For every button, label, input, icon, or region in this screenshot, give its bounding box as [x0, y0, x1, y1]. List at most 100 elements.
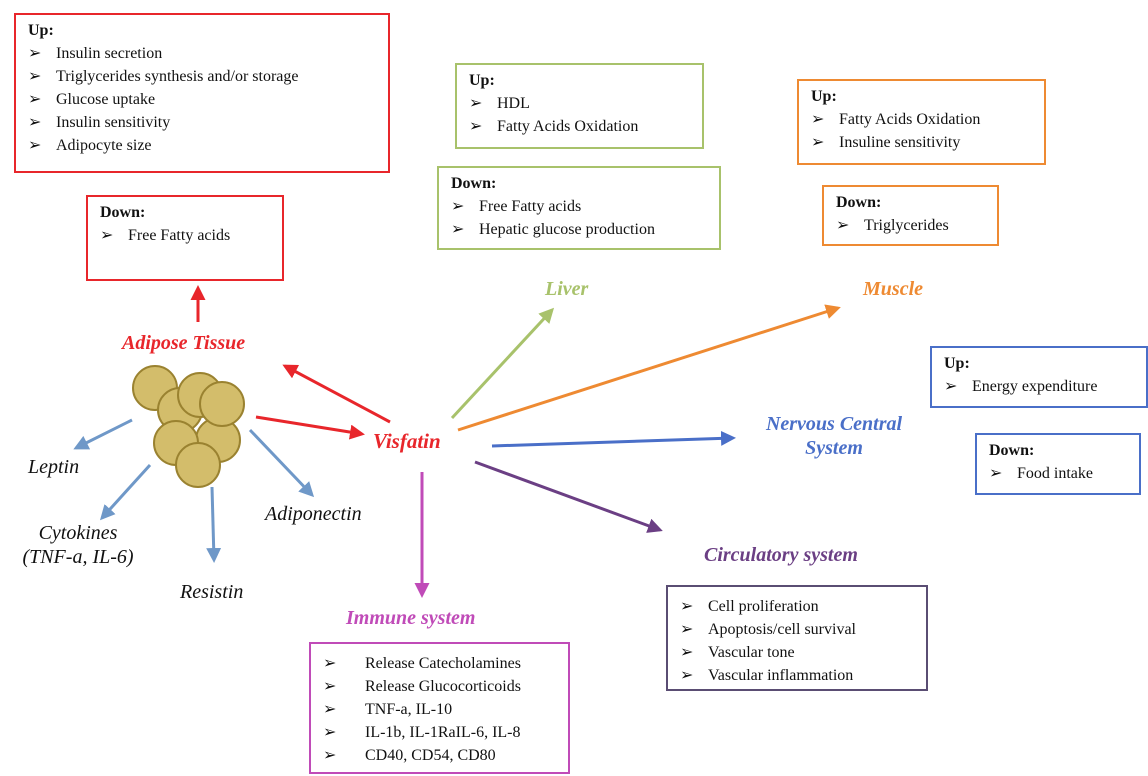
arrow-visfatin-to-adipose [282, 364, 391, 424]
muscle-up-list: ➢ Fatty Acids Oxidation ➢ Insuline sensitiv… [811, 108, 1032, 154]
arrow-bullet-icon: ➢ [944, 378, 958, 395]
muscle-up-box: Up: ➢ Fatty Acids Oxidation ➢ Insuline sens… [797, 79, 1046, 165]
list-item-text: Food intake [1017, 465, 1093, 482]
arrow-bullet-icon: ➢ [323, 678, 337, 695]
immune-list: ➢ Release Catecholamines ➢ Release Glucocor… [323, 652, 556, 767]
list-item: ➢ Release Glucocorticoids [323, 675, 556, 698]
list-item: ➢ Free Fatty acids [451, 195, 707, 218]
adipose-down-heading: Down: [100, 204, 146, 221]
list-item: ➢Glucose uptake [28, 88, 376, 111]
list-item-text: Energy expenditure [972, 378, 1098, 395]
nervous-label-line1: Nervous Central [765, 413, 903, 435]
list-item: ➢ Insulin secretion [28, 42, 376, 65]
list-item: ➢Apoptosis/cell survival [680, 618, 914, 641]
adipose-up-list: ➢Insulin secretion➢Triglycerides synthes… [28, 42, 376, 157]
list-item: ➢ CD40, CD54, CD80 [323, 744, 556, 767]
list-item-text: Vascular inflammation [708, 667, 854, 684]
arrow-bullet-icon: ➢ [451, 221, 465, 238]
arrow-bullet-icon: ➢ [680, 667, 694, 684]
arrow-bullet-icon: ➢ [836, 217, 850, 234]
nervous-label: Nervous Central System [744, 412, 924, 460]
list-item-text: CD40, CD54, CD80 [365, 747, 496, 764]
nervous-up-list: ➢ Energy expenditure [944, 375, 1134, 398]
adipocyte-cluster [132, 365, 245, 488]
arrow-bullet-icon: ➢ [811, 134, 825, 151]
list-item: ➢ Food intake [989, 462, 1127, 485]
arrow-visfatin-to-liver [450, 307, 555, 420]
list-item: ➢ Fatty Acids Oxidation [469, 115, 690, 138]
arrow-bullet-icon: ➢ [469, 118, 483, 135]
list-item-text: Triglycerides [864, 217, 949, 234]
arrow-cells-to-cytokines [99, 463, 152, 521]
list-item: ➢Insulin sensitivity [28, 111, 376, 134]
list-item-text: Insuline sensitivity [839, 134, 961, 151]
nervous-down-heading: Down: [989, 442, 1035, 459]
arrow-bullet-icon: ➢ [28, 91, 42, 108]
list-item: ➢ Free Fatty acids [100, 224, 270, 247]
arrow-bullet-icon: ➢ [323, 724, 337, 741]
arrow-cells-to-adiponectin [248, 428, 315, 498]
list-item-text: Hepatic glucose production [479, 221, 655, 238]
list-item-text: Insulin secretion [56, 45, 163, 62]
nervous-label-line2: System [805, 437, 863, 459]
adipose-down-box: Down: ➢ Free Fatty acids [86, 195, 284, 281]
muscle-down-heading: Down: [836, 194, 882, 211]
adipose-up-heading: Up: [28, 22, 54, 39]
list-item-text: Free Fatty acids [479, 198, 582, 215]
list-item: ➢ Vascular inflammation [680, 664, 914, 687]
adipocyte [175, 442, 221, 488]
liver-up-list: ➢ HDL ➢ Fatty Acids Oxidation [469, 92, 690, 138]
list-item-text: Release Glucocorticoids [365, 678, 521, 695]
arrow-bullet-icon: ➢ [28, 137, 42, 154]
list-item: ➢Cell proliferation [680, 595, 914, 618]
arrow-bullet-icon: ➢ [989, 465, 1003, 482]
liver-down-heading: Down: [451, 175, 497, 192]
circulatory-box: ➢Cell proliferation➢Apoptosis/cell survi… [666, 585, 928, 691]
list-item-text: IL-1b, IL-1RaIL-6, IL-8 [365, 724, 521, 741]
list-item: ➢Triglycerides synthesis and/or storage [28, 65, 376, 88]
arrow-bullet-icon: ➢ [323, 701, 337, 718]
list-item-text: Fatty Acids Oxidation [497, 118, 639, 135]
resistin-label: Resistin [180, 581, 244, 603]
arrow-bullet-icon: ➢ [100, 227, 114, 244]
adipose-up-box: Up: ➢Insulin secretion➢Triglycerides syn… [14, 13, 390, 173]
arrow-bullet-icon: ➢ [811, 111, 825, 128]
list-item-text: Fatty Acids Oxidation [839, 111, 981, 128]
list-item-text: HDL [497, 95, 530, 112]
arrow-bullet-icon: ➢ [680, 644, 694, 661]
arrow-cells-to-leptin [73, 418, 133, 450]
list-item-text: Free Fatty acids [128, 227, 231, 244]
list-item-text: TNF-a, IL-10 [365, 701, 453, 718]
arrow-cells-to-visfatin [255, 415, 365, 440]
arrow-bullet-icon: ➢ [323, 747, 337, 764]
adipocyte [199, 381, 245, 427]
list-item: ➢ IL-1b, IL-1RaIL-6, IL-8 [323, 721, 556, 744]
muscle-up-heading: Up: [811, 88, 837, 105]
arrow-visfatin-to-nervous [491, 430, 736, 448]
circulatory-list: ➢Cell proliferation➢Apoptosis/cell survi… [680, 595, 914, 687]
arrow-bullet-icon: ➢ [469, 95, 483, 112]
nervous-down-list: ➢ Food intake [989, 462, 1127, 485]
nervous-down-box: Down: ➢ Food intake [975, 433, 1141, 495]
muscle-down-box: Down: ➢ Triglycerides [822, 185, 999, 246]
arrow-bullet-icon: ➢ [680, 621, 694, 638]
list-item: ➢Vascular tone [680, 641, 914, 664]
list-item-text: Insulin sensitivity [56, 114, 171, 131]
list-item: ➢ Release Catecholamines [323, 652, 556, 675]
arrow-cells-to-resistin [206, 486, 222, 563]
list-item-text: Cell proliferation [708, 598, 819, 615]
immune-box: ➢ Release Catecholamines ➢ Release Glucocor… [309, 642, 570, 774]
list-item-text: Release Catecholamines [365, 655, 521, 672]
list-item-text: Triglycerides synthesis and/or storage [56, 68, 299, 85]
arrow-bullet-icon: ➢ [323, 655, 337, 672]
arrow-bullet-icon: ➢ [451, 198, 465, 215]
arrow-bullet-icon: ➢ [28, 45, 42, 62]
liver-label: Liver [545, 278, 589, 300]
list-item: ➢ Insuline sensitivity [811, 131, 1032, 154]
adipose-tissue-label: Adipose Tissue [122, 332, 246, 354]
circulatory-label: Circulatory system [704, 544, 858, 566]
liver-up-box: Up: ➢HDL➢Fatty Acids Oxidation [455, 63, 704, 149]
list-item: ➢ Hepatic glucose production [451, 218, 707, 241]
arrow-visfatin-to-muscle [457, 304, 841, 432]
